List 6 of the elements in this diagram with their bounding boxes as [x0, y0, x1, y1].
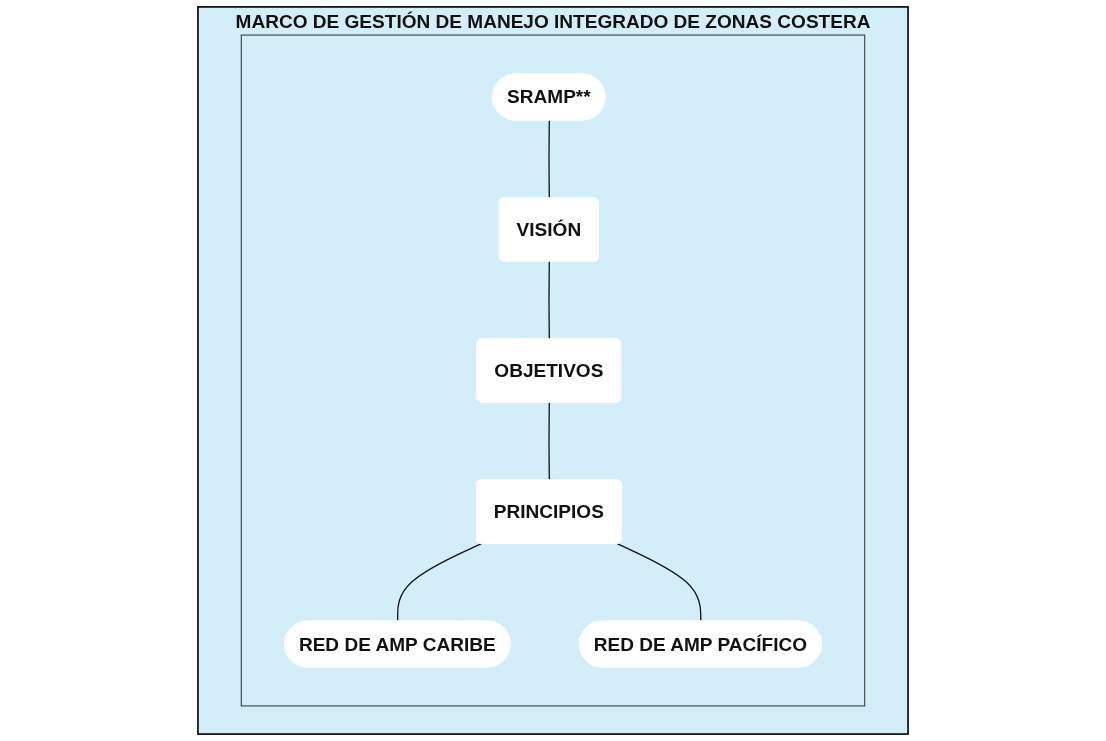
connector: [548, 401, 550, 482]
connector: [548, 119, 550, 199]
connector: [616, 543, 702, 623]
connector: [397, 543, 483, 623]
connector: [548, 260, 550, 340]
cluster: [240, 34, 866, 707]
